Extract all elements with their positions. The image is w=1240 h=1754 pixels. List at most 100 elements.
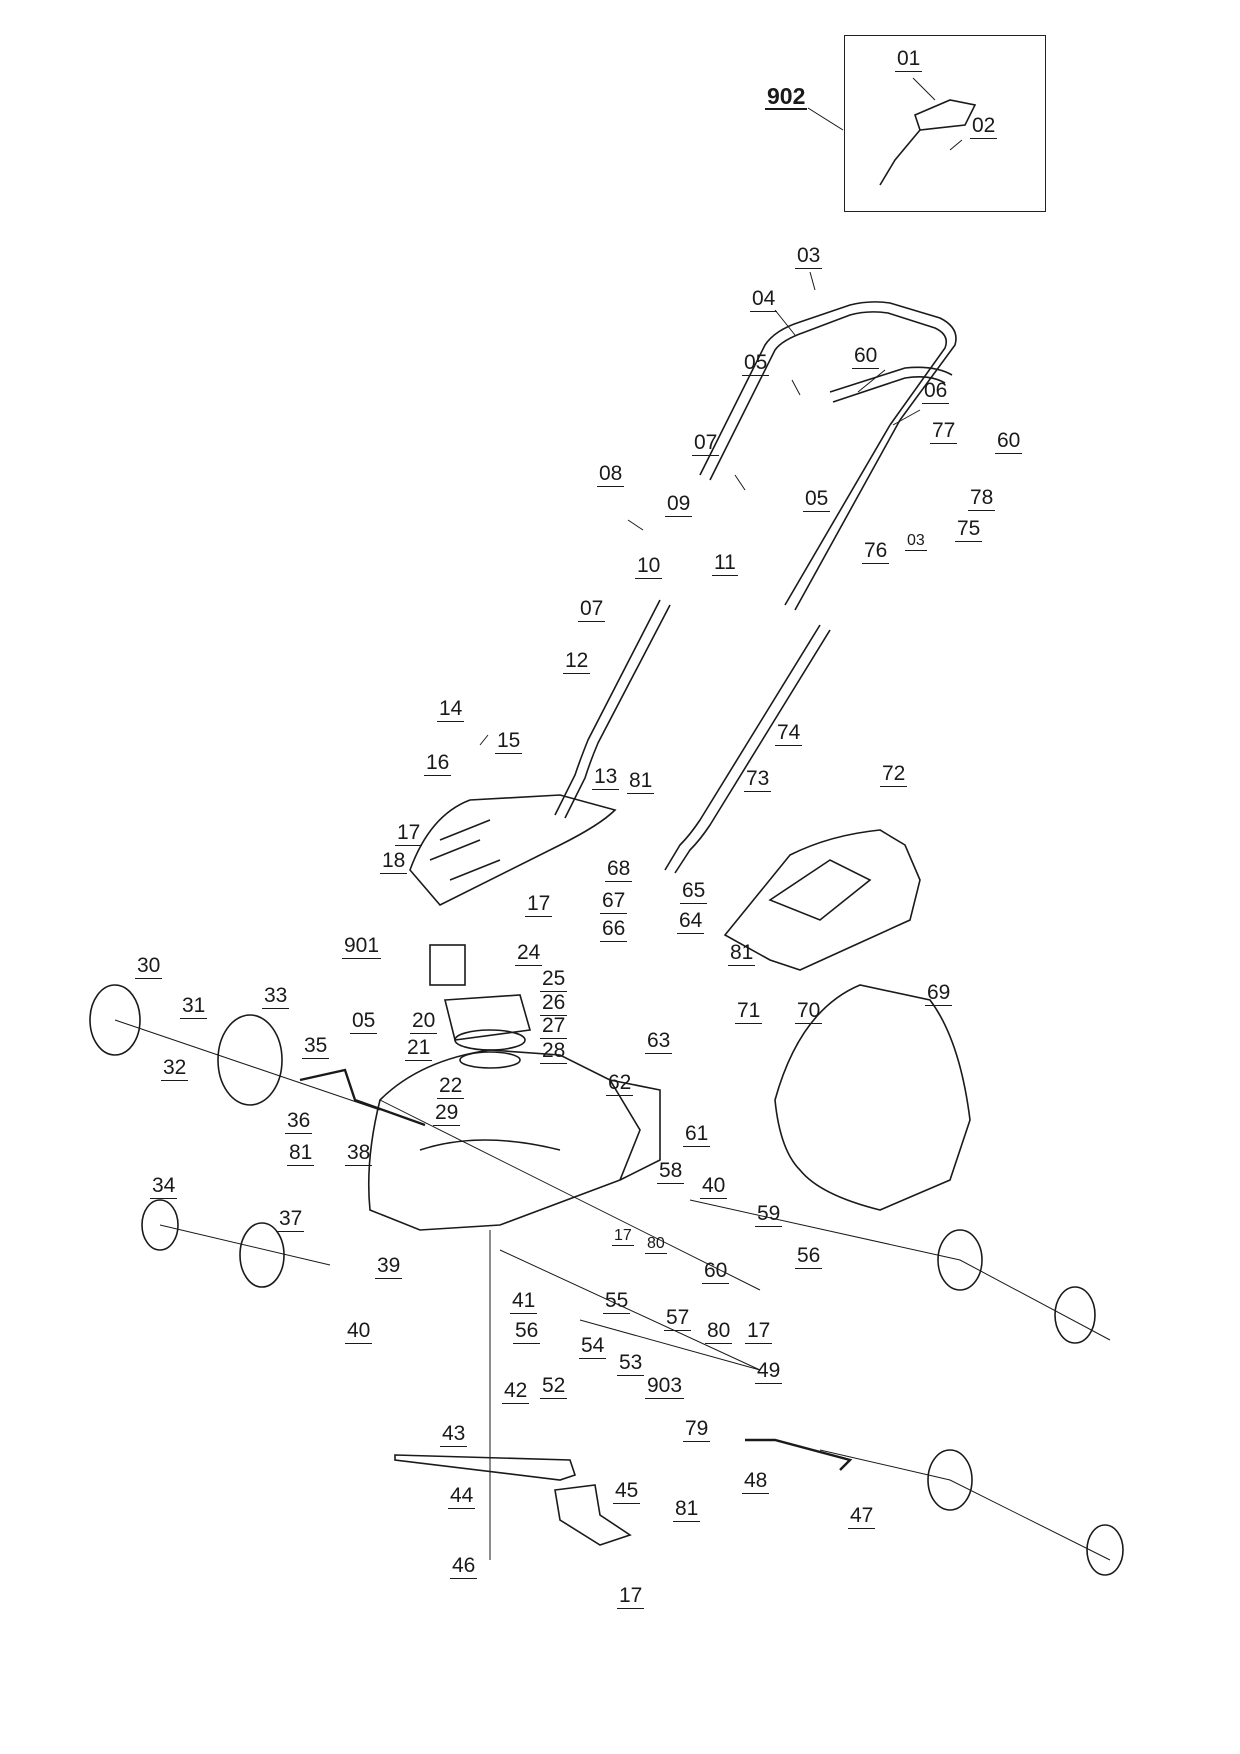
label-21: 21 [405,1036,433,1061]
label-17: 17 [612,1227,634,1246]
label-01: 01 [895,47,923,72]
label-65: 65 [680,879,708,904]
label-25: 25 [540,967,568,992]
label-17: 17 [745,1319,773,1344]
label-902: 902 [765,83,808,110]
label-31: 31 [180,994,208,1019]
front-axle-part-48 [745,1438,853,1471]
label-58: 58 [657,1159,685,1184]
label-46: 46 [450,1554,478,1579]
label-14: 14 [437,697,465,722]
label-81: 81 [673,1497,701,1522]
lower-handle-part-12 [554,599,831,874]
assembly-lines [114,1019,1111,1561]
label-76: 76 [862,539,890,564]
label-66: 66 [600,917,628,942]
label-56: 56 [513,1319,541,1344]
label-35: 35 [302,1034,330,1059]
label-33: 33 [262,984,290,1009]
label-55: 55 [603,1289,631,1314]
label-60: 60 [852,344,880,369]
label-27: 27 [540,1014,568,1039]
label-71: 71 [735,999,763,1024]
label-67: 67 [600,889,628,914]
inset-cord-assembly [879,99,977,186]
label-24: 24 [515,941,543,966]
label-60: 60 [995,429,1023,454]
label-45: 45 [613,1479,641,1504]
label-07: 07 [692,431,720,456]
label-20: 20 [410,1009,438,1034]
label-36: 36 [285,1109,313,1134]
label-09: 09 [665,492,693,517]
label-52: 52 [540,1374,568,1399]
label-63: 63 [645,1029,673,1054]
wheels [89,984,1124,1576]
label-05: 05 [803,487,831,512]
label-03: 03 [795,244,823,269]
label-40: 40 [345,1319,373,1344]
mower-deck-part-39 [367,1049,661,1231]
label-26: 26 [540,991,568,1016]
upper-handle-part-06 [699,301,957,611]
label-43: 43 [440,1422,468,1447]
label-16: 16 [424,751,452,776]
label-07: 07 [578,597,606,622]
label-56: 56 [795,1244,823,1269]
label-75: 75 [955,517,983,542]
rear-axle-part-38 [299,1068,426,1127]
label-903: 903 [645,1374,685,1399]
label-44: 44 [448,1484,476,1509]
power-cord-inset-box [844,35,1046,212]
label-32: 32 [161,1056,189,1081]
label-72: 72 [880,762,908,787]
label-80: 80 [705,1319,733,1344]
label-04: 04 [750,287,778,312]
label-59: 59 [755,1202,783,1227]
label-61: 61 [683,1122,711,1147]
label-02: 02 [970,114,998,139]
label-77: 77 [930,419,958,444]
label-54: 54 [579,1334,607,1359]
leader-lines [479,77,963,746]
label-81: 81 [728,941,756,966]
label-34: 34 [150,1174,178,1199]
rear-cover-part-72 [723,829,921,971]
label-69: 69 [925,981,953,1006]
label-47: 47 [848,1504,876,1529]
blade-part-44 [394,1454,577,1481]
label-30: 30 [135,954,163,979]
grass-bag-part-69 [774,984,971,1211]
label-18: 18 [380,849,408,874]
label-53: 53 [617,1351,645,1376]
label-28: 28 [540,1039,568,1064]
label-62: 62 [606,1071,634,1096]
label-39: 39 [375,1254,403,1279]
label-40: 40 [700,1174,728,1199]
label-17: 17 [525,892,553,917]
label-06: 06 [922,379,950,404]
label-57: 57 [664,1306,692,1331]
label-81: 81 [287,1141,315,1166]
label-79: 79 [683,1417,711,1442]
label-68: 68 [605,857,633,882]
label-901: 901 [342,934,382,959]
label-38: 38 [345,1141,373,1166]
label-64: 64 [677,909,705,934]
label-80: 80 [645,1235,667,1254]
label-17: 17 [617,1584,645,1609]
label-42: 42 [502,1379,530,1404]
label-12: 12 [563,649,591,674]
label-05: 05 [350,1009,378,1034]
label-41: 41 [510,1289,538,1314]
label-08: 08 [597,462,625,487]
label-05: 05 [742,351,770,376]
label-11: 11 [712,551,738,576]
label-81: 81 [627,769,655,794]
label-03: 03 [905,532,927,551]
mulch-plug-part-45 [554,1484,632,1546]
label-17: 17 [395,821,423,846]
label-49: 49 [755,1359,783,1384]
label-13: 13 [592,765,620,790]
